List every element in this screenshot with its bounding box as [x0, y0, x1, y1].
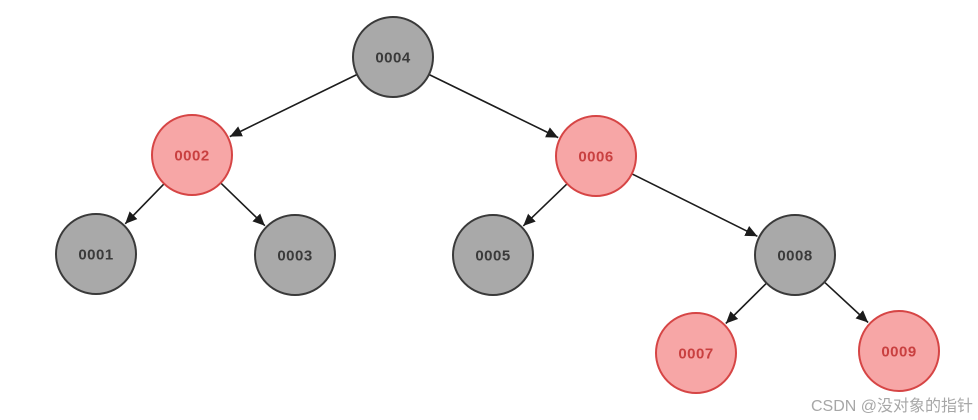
node-label-0003: 0003: [277, 247, 312, 264]
tree-node-0007: 0007: [655, 312, 737, 394]
node-circle-0007: [655, 312, 737, 394]
node-circle-0009: [858, 310, 940, 392]
node-label-0005: 0005: [475, 247, 510, 264]
node-circle-0006: [555, 115, 637, 197]
tree-node-0002: 0002: [151, 114, 233, 196]
node-label-0006: 0006: [578, 148, 613, 165]
tree-node-0003: 0003: [254, 214, 336, 296]
tree-edge-0008-0009: [823, 281, 869, 324]
node-label-0001: 0001: [78, 246, 113, 263]
node-circle-0004: [352, 16, 434, 98]
tree-node-0005: 0005: [452, 214, 534, 296]
node-circle-0005: [452, 214, 534, 296]
tree-node-0004: 0004: [352, 16, 434, 98]
node-label-0002: 0002: [174, 147, 209, 164]
node-label-0004: 0004: [375, 49, 411, 66]
tree-edge-0008-0007: [725, 282, 768, 325]
node-circle-0008: [754, 214, 836, 296]
watermark-text: CSDN @没对象的指针: [810, 398, 973, 415]
tree-node-0006: 0006: [555, 115, 637, 197]
node-label-0008: 0008: [777, 247, 812, 264]
tree-node-0001: 0001: [55, 213, 137, 295]
tree-edge-0002-0003: [220, 182, 266, 227]
tree-edge-0004-0002: [229, 73, 358, 138]
node-circle-0002: [151, 114, 233, 196]
node-label-0007: 0007: [678, 345, 713, 362]
tree-node-0009: 0009: [858, 310, 940, 392]
tree-edge-0002-0001: [124, 183, 165, 225]
node-circle-0001: [55, 213, 137, 295]
tree-edge-0006-0005: [522, 183, 568, 227]
node-label-0009: 0009: [881, 343, 916, 360]
node-circle-0003: [254, 214, 336, 296]
tree-edge-0006-0008: [631, 173, 758, 238]
tree-node-0008: 0008: [754, 214, 836, 296]
tree-edge-0004-0006: [428, 73, 559, 139]
